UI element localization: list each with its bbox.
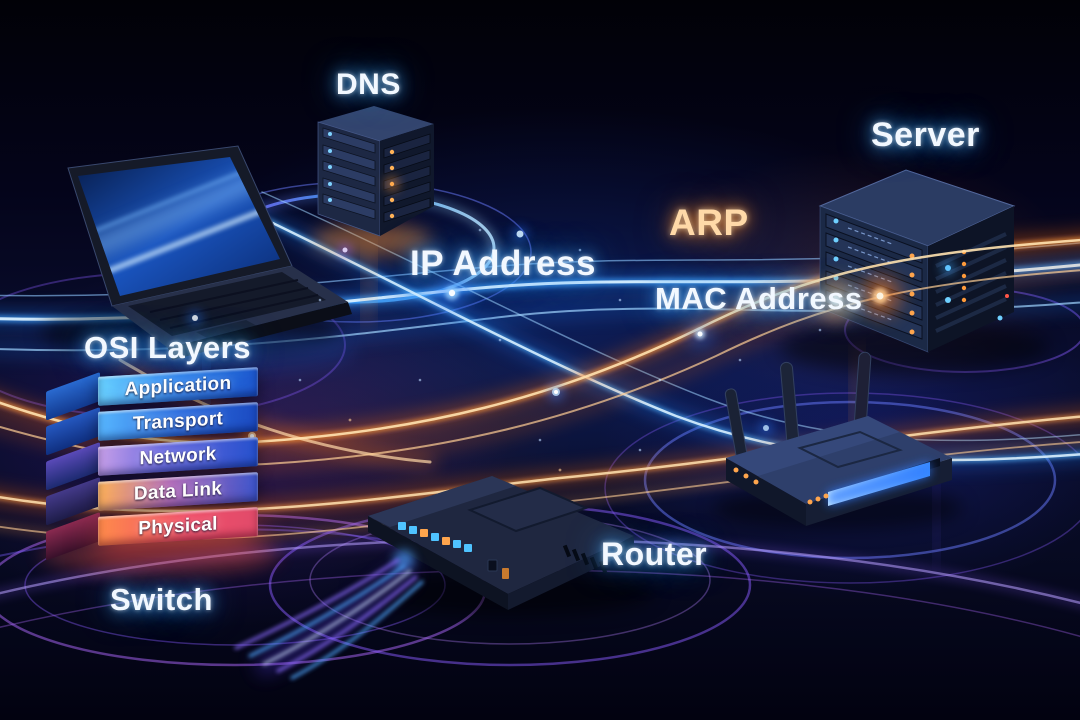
osi-layer-label: Application (124, 372, 232, 400)
light-sparkles (40, 226, 904, 575)
osi-layer-front: Network (98, 437, 258, 476)
osi-layer-application: Application (46, 367, 258, 421)
label-router: Router (601, 536, 708, 572)
osi-layer-label: Physical (138, 513, 218, 539)
osi-layer-network: Network (46, 437, 258, 491)
osi-layer-data-link: Data Link (46, 472, 258, 526)
label-arp: ARP (669, 202, 749, 243)
wireless-router-illustration (713, 351, 963, 530)
laptop-illustration (40, 145, 355, 374)
osi-layer-front: Transport (98, 402, 258, 441)
osi-layer-label: Data Link (133, 477, 223, 505)
osi-layer-transport: Transport (46, 402, 258, 456)
osi-layer-front: Application (98, 367, 258, 406)
label-osi-layers: OSI Layers (84, 330, 251, 365)
label-ip-address: IP Address (410, 244, 596, 283)
dns-server-illustration (312, 106, 434, 256)
label-dns: DNS (336, 68, 401, 101)
osi-layer-label: Network (139, 443, 217, 469)
osi-layer-label: Transport (132, 407, 224, 435)
router-device-illustration (234, 476, 655, 680)
osi-layer-front: Data Link (98, 472, 258, 511)
osi-layer-physical: Physical (46, 507, 258, 561)
server-rack-illustration (780, 169, 1050, 374)
label-mac-address: MAC Address (655, 281, 863, 316)
label-server: Server (871, 116, 980, 154)
osi-layers-stack: Application Transport Network Data Link … (46, 367, 258, 561)
label-switch: Switch (110, 582, 213, 617)
osi-layer-front: Physical (98, 507, 258, 546)
